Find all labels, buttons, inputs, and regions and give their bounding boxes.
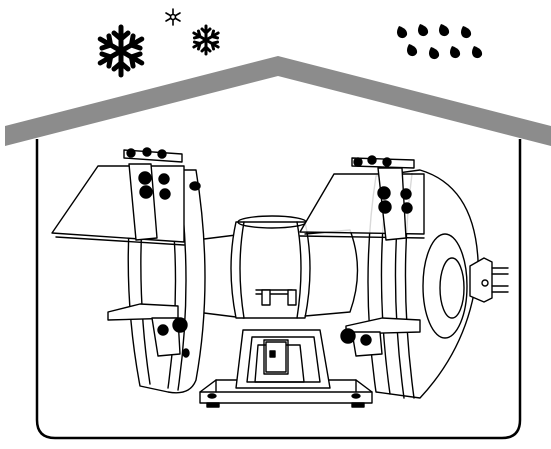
house-roof (5, 56, 551, 146)
right-tool-rest (340, 317, 421, 357)
rain-drops-icon (397, 24, 483, 60)
center-clamp (261, 289, 297, 306)
right-spindle (469, 257, 509, 303)
left-shield-bracket (123, 147, 183, 241)
house-walls (35, 139, 522, 440)
power-switch (263, 339, 289, 375)
right-shield-bracket (351, 155, 415, 241)
snowflake-icon (192, 24, 220, 56)
snowflake-icon (97, 24, 145, 78)
left-tool-rest (107, 303, 188, 357)
snowflake-icon (165, 8, 181, 26)
bench-grinder (51, 147, 509, 408)
